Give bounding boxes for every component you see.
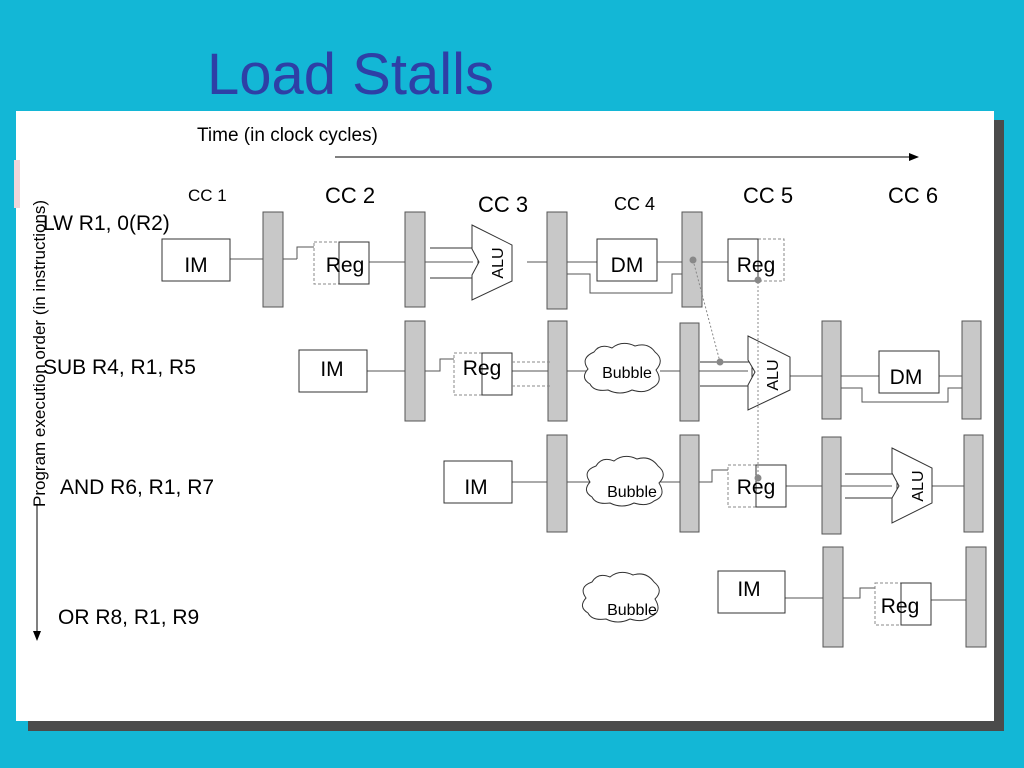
pipeline-row-1: IM Reg ALU DM Reg <box>161 211 785 310</box>
cc-label-3: CC 3 <box>478 192 528 217</box>
cc-label-5: CC 5 <box>743 183 793 208</box>
pipeline-register <box>821 436 842 535</box>
reg-box-half <box>727 238 759 282</box>
pipeline-register <box>965 546 987 648</box>
im-label: IM <box>737 578 760 601</box>
im-label: IM <box>464 476 487 499</box>
dm-label: DM <box>611 254 644 277</box>
reg-label: Reg <box>881 595 920 618</box>
instruction-label-2: SUB R4, R1, R5 <box>43 356 196 379</box>
decoration-strip <box>14 160 20 208</box>
pipeline-register <box>546 211 568 310</box>
pipeline-row-3: IM Reg ALU Bubble <box>443 434 984 535</box>
bubble-cloud <box>584 342 661 394</box>
reg-label: Reg <box>463 357 502 380</box>
alu-label: ALU <box>765 359 782 390</box>
alu-label: ALU <box>910 470 927 501</box>
dm-label: DM <box>890 366 923 389</box>
time-axis-label: Time (in clock cycles) <box>197 125 378 146</box>
pipeline-row-4: IM Reg Bubble <box>582 546 987 648</box>
pipeline-register <box>262 211 284 308</box>
alu-shape <box>891 447 933 524</box>
bubble-cloud <box>582 571 660 623</box>
pipeline-register <box>821 320 842 420</box>
alu-label: ALU <box>490 247 507 278</box>
reg-box-half <box>755 464 787 508</box>
pipeline-register <box>961 320 982 420</box>
im-label: IM <box>184 254 207 277</box>
instruction-label-1: LW R1, 0(R2) <box>43 212 170 235</box>
reg-box-half <box>481 352 513 396</box>
pipeline-register <box>404 320 426 422</box>
forwarding-paths <box>689 256 762 482</box>
pipeline-register <box>546 434 568 533</box>
dm-box <box>596 238 658 282</box>
im-box <box>443 460 513 504</box>
order-axis-label: Program execution order (in instructions… <box>30 200 49 507</box>
pipeline-register <box>963 434 984 533</box>
pipeline-register <box>547 320 568 422</box>
instruction-label-4: OR R8, R1, R9 <box>58 606 199 629</box>
reg-label: Reg <box>326 254 365 277</box>
instruction-label-3: AND R6, R1, R7 <box>60 476 214 499</box>
im-box <box>717 570 786 614</box>
alu-shape <box>471 224 513 301</box>
reg-box-half <box>900 582 932 626</box>
pipeline-register <box>822 546 844 648</box>
pipeline-row-2: IM Reg ALU DM Bubble <box>298 320 982 422</box>
bubble-label: Bubble <box>607 602 657 619</box>
bubble-label: Bubble <box>602 365 652 382</box>
bubble-cloud <box>586 455 664 507</box>
im-box <box>298 349 368 393</box>
cc-label-6: CC 6 <box>888 183 938 208</box>
cc-label-2: CC 2 <box>325 183 375 208</box>
pipeline-register <box>679 322 700 422</box>
pipeline-register <box>679 434 700 533</box>
bubble-label: Bubble <box>607 484 657 501</box>
pipeline-register <box>404 211 426 308</box>
reg-box-half <box>338 241 370 285</box>
reg-label: Reg <box>737 476 776 499</box>
slide-title: Load Stalls <box>207 42 494 107</box>
im-label: IM <box>320 358 343 381</box>
reg-label: Reg <box>737 254 776 277</box>
im-box <box>161 238 231 282</box>
cc-label-4: CC 4 <box>614 194 655 214</box>
cc-label-1: CC 1 <box>188 186 227 205</box>
dm-box <box>878 350 940 394</box>
